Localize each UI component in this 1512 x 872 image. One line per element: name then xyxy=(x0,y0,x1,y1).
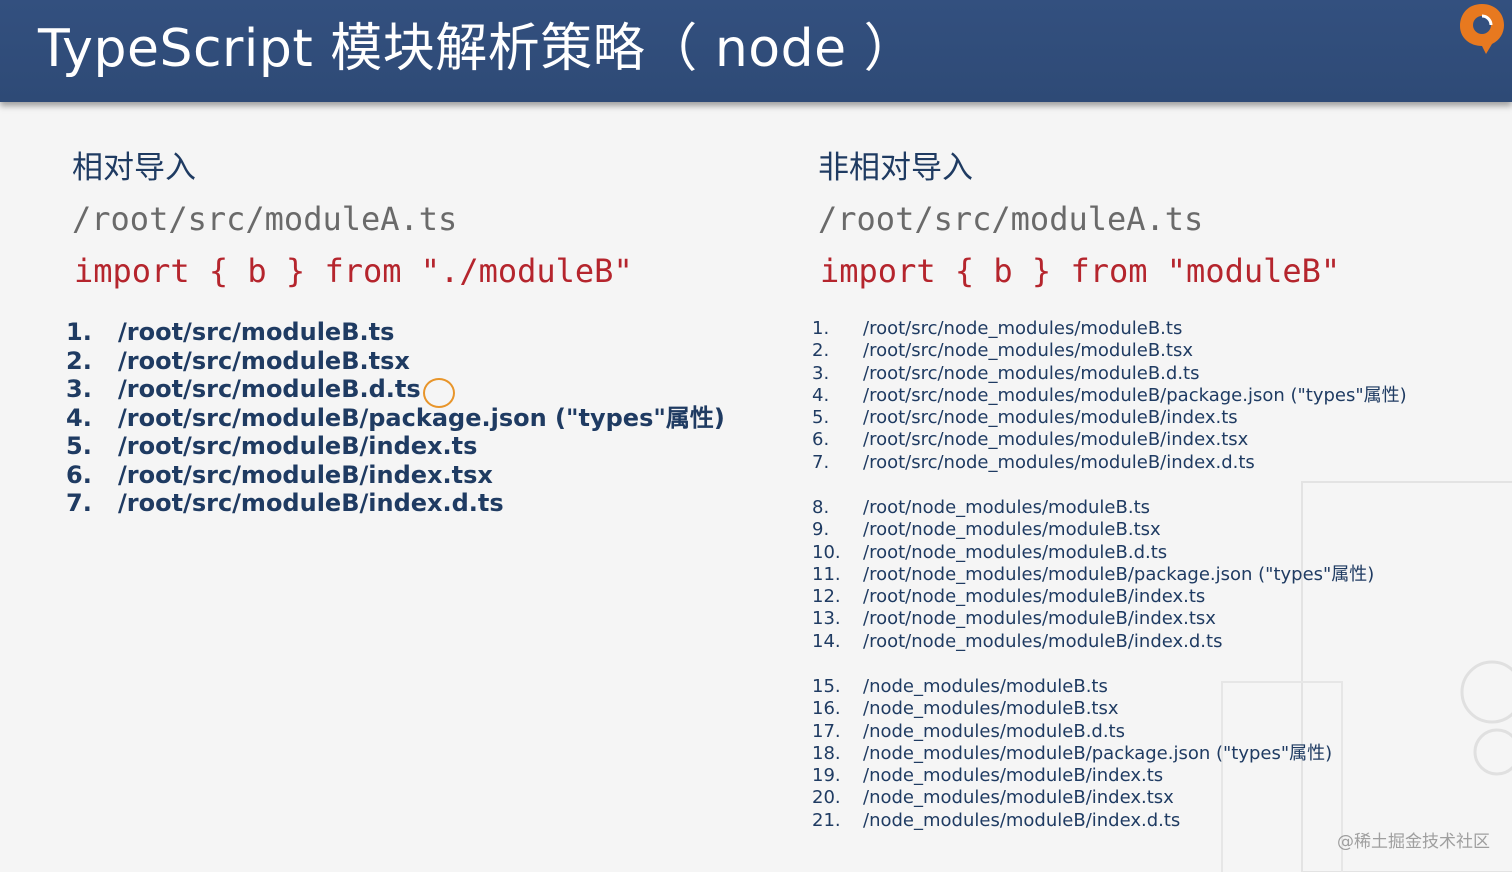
relative-resolution-list: 1. /root/src/moduleB.ts 2. /root/src/modul… xyxy=(66,318,725,518)
relative-import-statement: import { b } from "./moduleB" xyxy=(74,252,633,290)
item-number: 5. xyxy=(66,432,92,460)
item-path: /node_modules/moduleB/package.json ("typ… xyxy=(863,742,1333,764)
item-number: 20. xyxy=(812,787,841,809)
item-number: 5. xyxy=(812,407,830,429)
item-number: 2. xyxy=(812,340,830,362)
item-path: /node_modules/moduleB/index.ts xyxy=(863,765,1164,787)
list-item: 2. /root/src/moduleB.tsx xyxy=(66,347,725,376)
item-number: 13. xyxy=(812,608,841,630)
item-number: 15. xyxy=(812,676,841,697)
item-number: 17. xyxy=(812,720,841,742)
list-item: 1. /root/src/node_modules/moduleB.ts xyxy=(812,318,1407,340)
item-path: /root/src/node_modules/moduleB.d.ts xyxy=(863,362,1200,384)
list-item: 16. /node_modules/moduleB.tsx xyxy=(812,698,1332,720)
list-item: 4. /root/src/node_modules/moduleB/package… xyxy=(812,385,1407,407)
list-item: 14. /root/node_modules/moduleB/index.d.ts xyxy=(812,631,1374,653)
item-number: 8. xyxy=(812,497,830,518)
item-number: 1. xyxy=(812,318,830,339)
item-path: /root/node_modules/moduleB/package.json … xyxy=(863,563,1375,585)
item-number: 7. xyxy=(812,451,830,473)
item-path: /root/node_modules/moduleB.ts xyxy=(863,497,1150,518)
non-relative-source-path: /root/src/moduleA.ts xyxy=(818,200,1204,238)
list-item: 4. /root/src/moduleB/package.json ("types… xyxy=(66,404,725,433)
item-path: /root/node_modules/moduleB/index.d.ts xyxy=(863,630,1223,652)
item-path: /root/node_modules/moduleB/index.tsx xyxy=(863,608,1216,630)
item-path: /root/src/moduleB/index.tsx xyxy=(118,460,493,489)
item-path: /node_modules/moduleB.d.ts xyxy=(863,720,1125,742)
list-item: 7. /root/src/moduleB/index.d.ts xyxy=(66,489,725,518)
item-path: /root/node_modules/moduleB.tsx xyxy=(863,519,1161,541)
item-path: /root/src/node_modules/moduleB/index.ts xyxy=(863,407,1238,429)
item-path: /node_modules/moduleB.tsx xyxy=(863,698,1119,720)
item-path: /root/node_modules/moduleB/index.ts xyxy=(863,586,1206,608)
list-item: 7. /root/src/node_modules/moduleB/index.d… xyxy=(812,452,1407,474)
list-item: 3. /root/src/node_modules/moduleB.d.ts xyxy=(812,363,1407,385)
item-number: 12. xyxy=(812,586,841,608)
list-item: 21. /node_modules/moduleB/index.d.ts xyxy=(812,810,1332,832)
src-node-modules-list: 1. /root/src/node_modules/moduleB.ts 2. /r… xyxy=(812,318,1407,474)
item-number: 4. xyxy=(66,403,92,432)
list-item: 6. /root/src/moduleB/index.tsx xyxy=(66,461,725,490)
item-path: /root/src/moduleB/index.d.ts xyxy=(118,489,504,517)
item-path: /root/node_modules/moduleB.d.ts xyxy=(863,541,1168,563)
item-path: /root/src/moduleB/index.ts xyxy=(118,432,478,460)
list-item: 12. /root/node_modules/moduleB/index.ts xyxy=(812,586,1374,608)
item-path: /root/src/moduleB.tsx xyxy=(118,346,410,375)
item-number: 4. xyxy=(812,384,830,406)
item-number: 9. xyxy=(812,519,830,541)
item-number: 14. xyxy=(812,630,841,652)
list-item: 19. /node_modules/moduleB/index.ts xyxy=(812,765,1332,787)
title-bar: TypeScript 模块解析策略（ node ） xyxy=(0,0,1512,102)
list-item: 18. /node_modules/moduleB/package.json ("… xyxy=(812,743,1332,765)
list-item: 5. /root/src/node_modules/moduleB/index.t… xyxy=(812,407,1407,429)
item-path: /root/src/moduleB.d.ts xyxy=(118,375,421,403)
item-path: /node_modules/moduleB.ts xyxy=(863,676,1108,697)
item-path: /root/src/node_modules/moduleB.ts xyxy=(863,318,1183,339)
list-item: 5. /root/src/moduleB/index.ts xyxy=(66,432,725,461)
watermark: @稀土掘金技术社区 xyxy=(1337,832,1490,852)
item-path: /root/src/moduleB.ts xyxy=(118,318,395,346)
global-node-modules-list: 15. /node_modules/moduleB.ts 16. /node_mod… xyxy=(812,676,1332,832)
item-number: 3. xyxy=(812,362,830,384)
list-item: 1. /root/src/moduleB.ts xyxy=(66,318,725,347)
list-item: 3. /root/src/moduleB.d.ts xyxy=(66,375,725,404)
item-path: /root/src/node_modules/moduleB.tsx xyxy=(863,340,1193,362)
item-number: 19. xyxy=(812,765,841,787)
non-relative-import-heading: 非相对导入 xyxy=(818,150,973,186)
list-item: 13. /root/node_modules/moduleB/index.tsx xyxy=(812,608,1374,630)
item-number: 16. xyxy=(812,698,841,720)
item-path: /root/src/node_modules/moduleB/index.tsx xyxy=(863,429,1249,451)
list-item: 20. /node_modules/moduleB/index.tsx xyxy=(812,787,1332,809)
list-item: 6. /root/src/node_modules/moduleB/index.t… xyxy=(812,429,1407,451)
item-number: 11. xyxy=(812,563,841,585)
list-item: 8. /root/node_modules/moduleB.ts xyxy=(812,497,1374,519)
orange-logo-icon xyxy=(1460,4,1504,54)
item-number: 3. xyxy=(66,375,92,403)
item-path: /node_modules/moduleB/index.tsx xyxy=(863,787,1174,809)
list-item: 11. /root/node_modules/moduleB/package.js… xyxy=(812,564,1374,586)
non-relative-import-statement: import { b } from "moduleB" xyxy=(820,252,1341,290)
item-number: 18. xyxy=(812,742,841,764)
item-number: 6. xyxy=(66,460,92,489)
list-item: 2. /root/src/node_modules/moduleB.tsx xyxy=(812,340,1407,362)
item-number: 7. xyxy=(66,489,92,517)
item-path: /node_modules/moduleB/index.d.ts xyxy=(863,809,1181,831)
list-item: 15. /node_modules/moduleB.ts xyxy=(812,676,1332,698)
item-path: /root/src/node_modules/moduleB/index.d.t… xyxy=(863,451,1255,473)
circle-annotation-icon xyxy=(423,378,455,408)
item-number: 21. xyxy=(812,809,841,831)
list-item: 17. /node_modules/moduleB.d.ts xyxy=(812,721,1332,743)
list-item: 10. /root/node_modules/moduleB.d.ts xyxy=(812,542,1374,564)
list-item: 9. /root/node_modules/moduleB.tsx xyxy=(812,519,1374,541)
root-node-modules-list: 8. /root/node_modules/moduleB.ts 9. /root/… xyxy=(812,497,1374,653)
relative-import-heading: 相对导入 xyxy=(72,150,196,186)
relative-source-path: /root/src/moduleA.ts xyxy=(72,200,458,238)
item-path: /root/src/node_modules/moduleB/package.j… xyxy=(863,384,1407,406)
item-number: 6. xyxy=(812,429,830,451)
item-number: 1. xyxy=(66,318,92,346)
item-number: 10. xyxy=(812,541,841,563)
item-path: /root/src/moduleB/package.json ("types"属… xyxy=(118,403,725,432)
page-title: TypeScript 模块解析策略（ node ） xyxy=(38,19,917,79)
item-number: 2. xyxy=(66,346,92,375)
